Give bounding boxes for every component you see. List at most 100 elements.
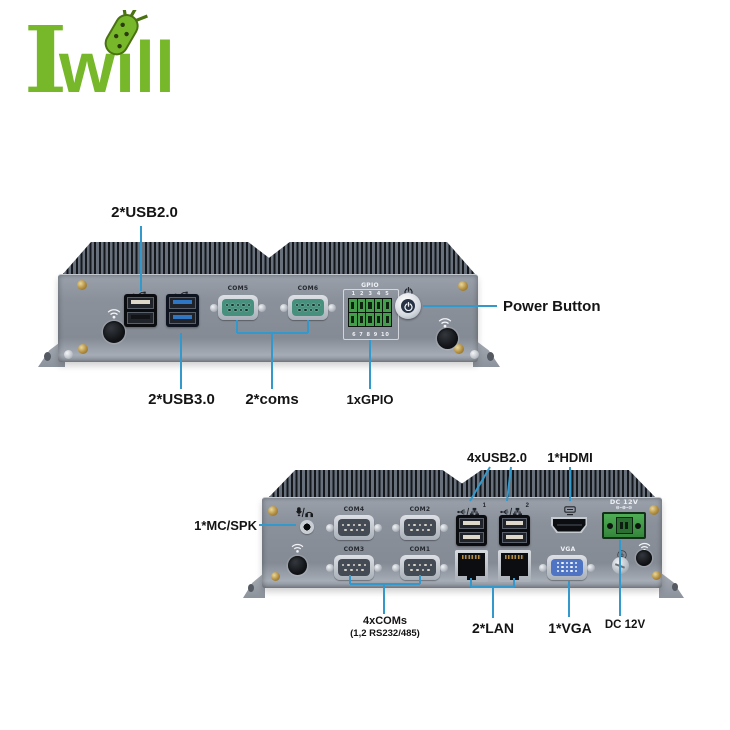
pin-row <box>556 562 578 565</box>
pin-dot <box>358 563 361 567</box>
pin-dot <box>421 568 425 572</box>
pin-dot <box>352 523 356 527</box>
dsub-screw <box>326 523 334 532</box>
leader-lan-bracket <box>470 578 515 618</box>
gpio-numbers-bottom: 6 7 8 9 10 <box>352 332 390 338</box>
pin-dot <box>309 308 313 312</box>
dc-polarity-print: ⊖-⊕-⊝ <box>615 505 633 511</box>
usb-tongue <box>131 315 150 319</box>
dsub-screw <box>440 563 448 572</box>
callout-coms4: 4xCOMs <box>362 615 408 627</box>
usb-lan-icon-2: 2 <box>500 503 529 522</box>
dsub-screw <box>440 523 448 532</box>
gpio-print: GPIO <box>361 282 379 289</box>
dsub-screw <box>280 303 288 312</box>
pin-dot <box>231 303 234 307</box>
callout-power-button: Power Button <box>503 298 601 315</box>
hdmi-port <box>551 517 587 533</box>
pin-dot <box>565 562 569 565</box>
leader-usb4-b <box>506 466 512 502</box>
dc-print: DC 12V <box>609 498 639 506</box>
pin-dot <box>424 523 427 527</box>
dsub-screw <box>392 563 400 572</box>
usb-tongue <box>506 535 523 539</box>
pin-dot <box>233 308 237 312</box>
pin-dot <box>407 523 411 527</box>
terminal-slot <box>625 522 628 529</box>
usb-lan-icon-1: 1 <box>457 503 486 522</box>
terminal-screw <box>635 522 641 529</box>
dsub-screw <box>539 563 547 572</box>
case-screw <box>649 505 659 515</box>
usb-tongue <box>173 300 192 304</box>
pin-dot <box>228 308 231 312</box>
dsub-face <box>551 559 583 576</box>
leader-usb4-a <box>469 466 491 502</box>
ear-screw <box>64 350 73 359</box>
pin-dot <box>424 563 427 567</box>
dsub-shell <box>400 515 440 540</box>
usb-port <box>502 532 527 543</box>
hdmi-opening <box>552 518 586 532</box>
callout-usb4: 4xUSB2.0 <box>467 450 527 465</box>
pin-dot <box>247 303 251 307</box>
pin-dot <box>355 528 359 532</box>
pin-dot <box>358 523 361 527</box>
com3-print: COM3 <box>343 546 365 553</box>
pin-dot <box>410 568 413 572</box>
pin-dot <box>341 523 345 527</box>
usb-port <box>169 312 196 324</box>
pin-row <box>407 563 433 567</box>
pin-dot <box>349 568 353 572</box>
pin-row <box>341 523 367 527</box>
pin-dot <box>245 308 248 312</box>
pin-dot <box>357 313 366 326</box>
pin-dot <box>312 303 315 307</box>
wifi-icon <box>291 540 304 558</box>
usb-lan-group-number: 1 <box>482 503 486 509</box>
gpio-pin-grid <box>348 298 392 327</box>
mount-hole <box>44 352 51 361</box>
leader-coms4-bracket <box>349 575 421 614</box>
com4-print: COM4 <box>343 506 365 513</box>
wifi-icon <box>438 315 452 333</box>
wifi-icon <box>107 306 121 324</box>
dsub-shell <box>334 555 374 580</box>
dc-power-terminal <box>602 512 646 539</box>
pin-dot <box>374 299 383 312</box>
callout-coms4-sub: (1,2 RS232/485) <box>350 628 420 639</box>
pin-dot <box>561 570 564 573</box>
pin-dot <box>413 523 416 527</box>
pin-row <box>410 568 430 572</box>
case-screw <box>458 281 468 291</box>
com-port-com4 <box>326 514 382 541</box>
pin-dot <box>361 528 364 532</box>
case-screw <box>271 572 280 581</box>
dsub-shell <box>334 515 374 540</box>
usb-port <box>502 518 527 529</box>
pin-row <box>407 523 433 527</box>
usb-port <box>127 297 154 309</box>
pin-dot <box>347 563 350 567</box>
pin-dot <box>349 313 357 326</box>
pin-dot <box>415 528 419 532</box>
pin-dot <box>301 303 304 307</box>
pin-dot <box>355 568 359 572</box>
com1-print: COM1 <box>409 546 431 553</box>
antenna-hole <box>103 321 125 343</box>
power-button <box>395 293 421 319</box>
pin-dot <box>575 566 578 569</box>
case-screw <box>268 506 278 516</box>
pin-dot <box>418 563 422 567</box>
pin-dot <box>427 528 430 532</box>
pin-dot <box>383 299 391 312</box>
usb3-port-stack <box>166 294 199 327</box>
com-port-com3 <box>326 554 382 581</box>
iwill-logo: Iwıll <box>24 10 214 110</box>
pin-dot <box>225 303 229 307</box>
pin-row <box>225 303 251 307</box>
pin-dot <box>561 562 564 565</box>
pin-dot <box>236 303 240 307</box>
dsub-face <box>338 519 370 536</box>
usb2-port-stack-1 <box>456 515 487 546</box>
